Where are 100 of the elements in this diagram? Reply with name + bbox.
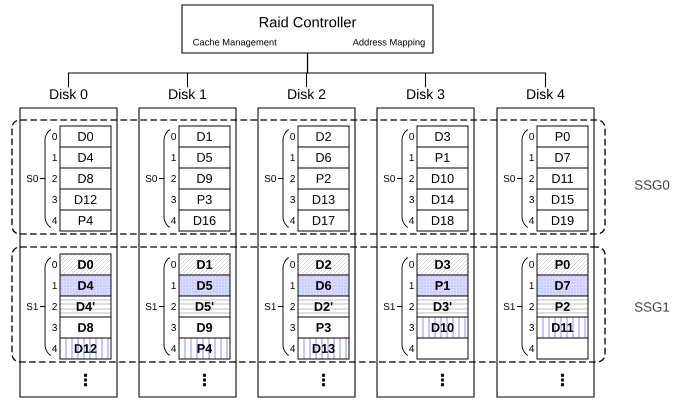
row-number: 3 [171,196,176,204]
row-number: 4 [529,345,534,352]
row-number: 1 [172,154,176,161]
block-cell: D4' [60,296,112,318]
row-number: 2 [529,175,534,182]
row-number: 3 [409,196,414,204]
block-cell: D2' [298,296,350,318]
stripe-label: S0 [264,174,276,182]
row-number: 4 [529,217,534,224]
row-number: 0 [52,260,57,268]
row-number: 3 [171,324,176,332]
block-cell: D16 [178,210,230,232]
row-number: 4 [290,345,296,352]
stripe-label: S1 [384,302,395,310]
row-number: 0 [171,260,176,268]
block-cell: D0 [60,254,112,276]
row-number: 3 [409,324,414,332]
block-cell: D8 [60,316,112,338]
row-number: 1 [172,282,176,289]
block-cell: D3' [416,296,468,318]
row-number: 4 [409,217,414,224]
row-number: 3 [290,196,295,204]
node-label: Disk 2 [288,88,326,100]
row-number: 2 [52,175,57,182]
stripe-label: S0 [504,174,515,182]
row-number: 0 [290,260,295,268]
row-number: 3 [529,324,534,332]
stripe-label: S1 [264,302,276,310]
block-cell: P4 [60,210,112,232]
row-number: 4 [52,345,58,352]
row-number: 2 [290,303,295,310]
block-cell: D4 [60,274,112,296]
block-cell: P3 [178,188,230,210]
vertical-ellipsis: ⋮ [441,374,444,386]
row-number: 2 [171,175,176,182]
stripe-label: S0 [146,174,157,182]
block-cell: P1 [416,146,468,168]
block-cell: P0 [536,254,588,276]
block-cell: D3 [416,254,468,276]
block-cell: D9 [178,316,230,338]
node-label: SSG0 [634,180,670,190]
empty-cell [536,338,588,360]
row-number: 0 [290,132,295,140]
stripe-label: S1 [504,302,515,310]
block-cell: D17 [298,210,350,232]
row-number: 1 [530,154,534,161]
block-cell: P3 [298,316,350,338]
row-number: 0 [529,260,534,268]
block-cell: D6 [298,146,350,168]
block-cell: P0 [536,126,588,148]
row-number: 0 [529,132,534,140]
block-cell: D3 [416,126,468,148]
block-cell: D19 [536,210,588,232]
stripe-label: S0 [26,174,38,182]
block-cell: D11 [536,316,588,338]
node-label: Disk 1 [169,88,206,100]
block-cell: D18 [416,210,468,232]
block-cell: D13 [298,338,350,360]
row-number: 2 [529,303,534,310]
block-cell: P4 [178,338,230,360]
block-cell: D14 [416,188,468,210]
block-cell: D7 [536,146,588,168]
block-cell: D13 [298,188,350,210]
block-cell: P2 [298,168,350,190]
block-cell: D12 [60,338,112,360]
row-number: 0 [409,260,414,268]
block-cell: D11 [536,168,588,190]
row-number: 3 [529,196,534,204]
node-label: SSG1 [634,302,670,312]
block-cell: D6 [298,274,350,296]
empty-cell [416,338,468,360]
block-cell: D0 [60,126,112,148]
row-number: 1 [290,282,295,289]
row-number: 1 [290,154,295,161]
stripe-label: S1 [146,302,157,310]
vertical-ellipsis: ⋮ [561,374,564,386]
row-number: 2 [171,303,176,310]
row-number: 1 [410,154,414,161]
block-cell: D5 [178,274,230,296]
node-label: Disk 4 [527,88,565,100]
row-number: 3 [290,324,295,332]
row-number: 4 [290,217,296,224]
row-number: 2 [409,303,414,310]
row-number: 4 [52,217,58,224]
block-cell: D1 [178,254,230,276]
vertical-ellipsis: ⋮ [84,374,87,386]
row-number: 2 [409,175,414,182]
block-cell: D5' [178,296,230,318]
block-cell: D15 [536,188,588,210]
block-cell: D10 [416,168,468,190]
block-cell: D7 [536,274,588,296]
row-number: 2 [290,175,295,182]
row-number: 1 [52,282,57,289]
row-number: 3 [52,196,57,204]
controller-box: Raid Controller Cache Management Address Mapping [181,4,434,54]
row-number: 4 [171,217,176,224]
block-cell: D2 [298,254,350,276]
block-cell: D9 [178,168,230,190]
row-number: 1 [530,282,534,289]
row-number: 0 [409,132,414,140]
